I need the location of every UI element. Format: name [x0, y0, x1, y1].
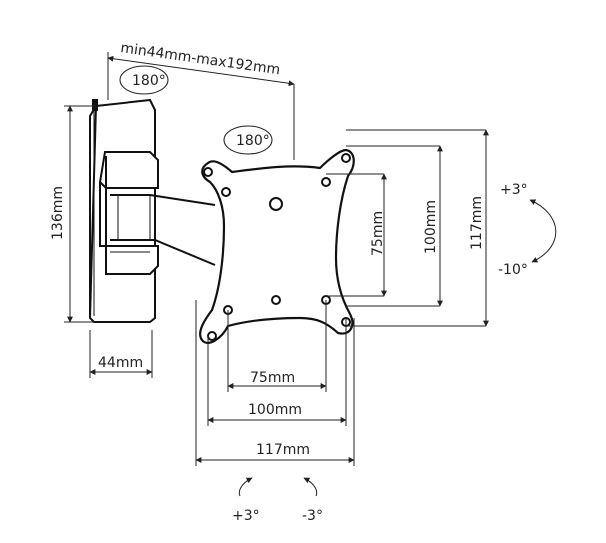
vesa-plate — [199, 148, 355, 344]
vesa-117-horizontal-label: 117mm — [256, 442, 310, 458]
plate-height-label: 136mm — [50, 186, 66, 240]
tilt-down-label: -10° — [498, 262, 528, 278]
swivel-arrows — [238, 477, 318, 497]
dimension-lines — [64, 52, 489, 466]
swivel-left-label: +3° — [232, 508, 260, 524]
vesa-75-horizontal-label: 75mm — [250, 370, 295, 386]
vesa-75-vertical-label: 75mm — [370, 211, 386, 256]
tilt-arrow — [529, 199, 557, 263]
vesa-100-horizontal-label: 100mm — [248, 402, 302, 418]
swivel-right-label: -3° — [302, 508, 323, 524]
arm-bracket — [98, 151, 216, 275]
rotation-left-label: 180° — [132, 73, 166, 89]
tilt-up-label: +3° — [500, 182, 528, 198]
vesa-100-vertical-label: 100mm — [423, 200, 439, 254]
rotation-right-label: 180° — [236, 133, 270, 149]
rotation-ellipses — [119, 65, 273, 155]
vesa-117-vertical-label: 117mm — [469, 196, 485, 250]
plate-width-label: 44mm — [98, 355, 143, 371]
